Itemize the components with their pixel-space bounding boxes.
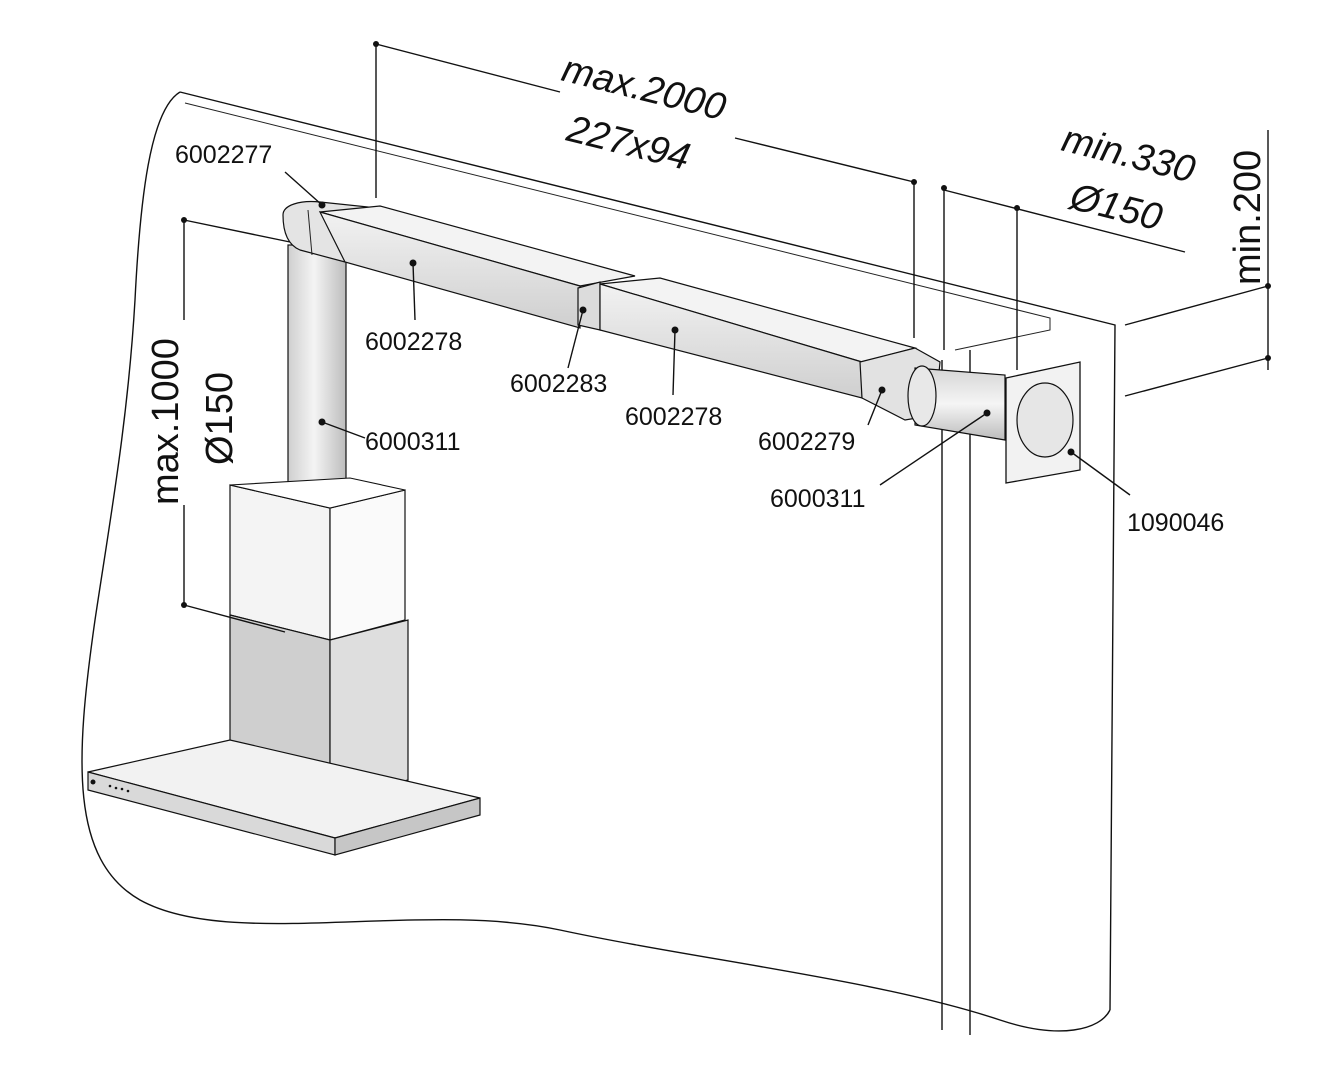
chimney-glass-top xyxy=(229,477,406,509)
hood-control-buttons xyxy=(108,784,130,793)
ceiling-edge xyxy=(179,91,1116,1011)
dimension-vertical xyxy=(181,217,291,633)
duct-connector xyxy=(577,281,601,331)
hood-canopy-side xyxy=(334,797,481,856)
label-wall-outlet: 1090046 xyxy=(1127,509,1224,537)
wall-pipe-end xyxy=(907,365,937,427)
dimension-horizontal xyxy=(373,41,917,338)
dim-vertical-diameter: Ø150 xyxy=(199,372,241,465)
label-duct-left: 6002278 xyxy=(365,328,462,356)
dim-duct-size: 227x94 xyxy=(562,108,694,179)
label-duct-right: 6002278 xyxy=(625,403,722,431)
dim-vertical-max: max.1000 xyxy=(145,338,187,505)
elbow-band xyxy=(307,209,313,256)
wall-outlet-grille xyxy=(1016,382,1074,458)
dimension-wall-offset xyxy=(941,185,1186,370)
chimney-lower-front xyxy=(329,619,409,801)
dimension-height xyxy=(1124,130,1271,397)
dim-wall-diameter: Ø150 xyxy=(1064,175,1166,239)
chimney-glass-front xyxy=(329,489,406,641)
label-vertical-pipe: 6000311 xyxy=(365,428,460,456)
duct-section-left-front xyxy=(318,211,581,329)
leader-lines xyxy=(284,171,1131,496)
room-outline xyxy=(81,91,1111,1032)
label-connector: 6002283 xyxy=(510,370,607,398)
ceiling-inner-edge xyxy=(184,102,1051,351)
label-elbow: 6002277 xyxy=(175,141,272,169)
label-wall-pipe: 6000311 xyxy=(770,485,865,513)
dim-height-min: min.200 xyxy=(1227,150,1269,285)
label-adapter: 6002279 xyxy=(758,428,855,456)
hood-control-knob xyxy=(90,779,96,785)
chimney-glass-side xyxy=(229,484,331,641)
